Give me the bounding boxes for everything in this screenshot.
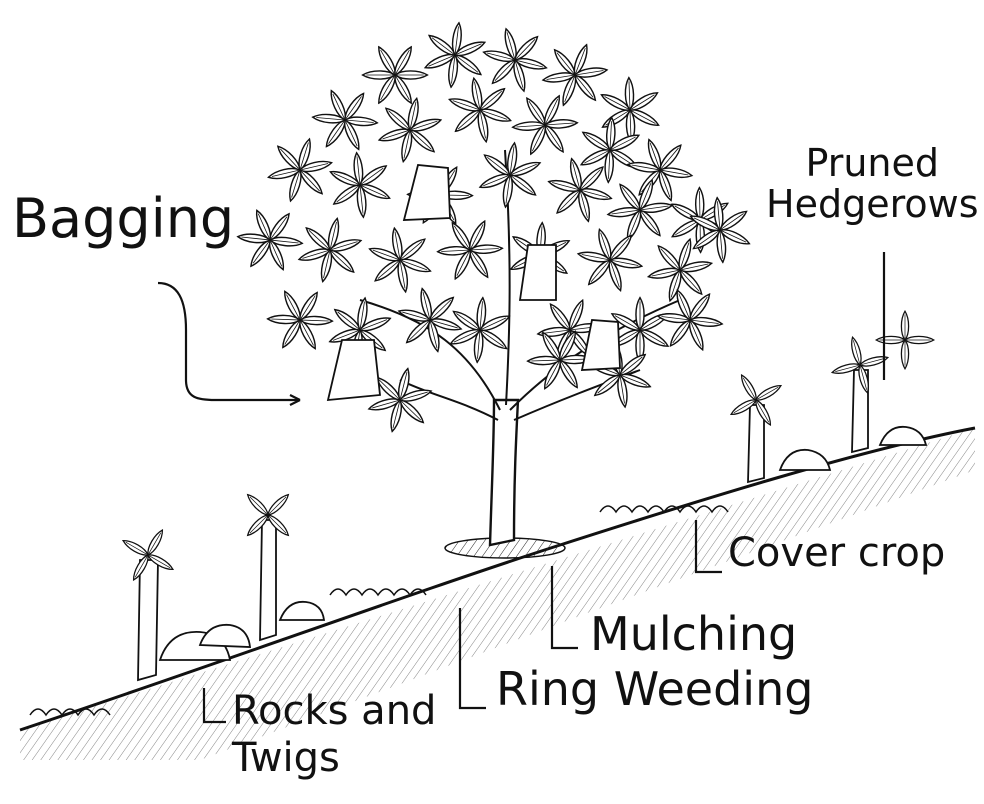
leaf: [145, 528, 166, 557]
bagging-callout: [158, 283, 300, 400]
label-mulching: Mulching: [590, 611, 797, 657]
label-pruned-line-2: Hedgerows: [766, 182, 979, 226]
tree-canopy: [237, 22, 751, 432]
leaf: [876, 336, 905, 343]
label-cover-crop: Cover crop: [728, 533, 945, 573]
leaf: [245, 492, 270, 517]
leaf: [901, 340, 908, 369]
fruit-bags: [328, 165, 620, 400]
leaf: [738, 373, 759, 402]
leaf: [754, 382, 783, 403]
leaf: [265, 492, 290, 517]
leaf: [905, 336, 934, 343]
label-rocks-line-2: Twigs: [232, 735, 340, 781]
tree-trunk: [490, 400, 518, 545]
label-rocks-line-1: Rocks and: [232, 688, 436, 734]
label-ring-weeding: Ring Weeding: [496, 666, 813, 712]
leaf: [901, 311, 908, 340]
leaf: [849, 336, 863, 366]
label-pruned-line-1: Pruned: [805, 141, 939, 185]
label-bagging: Bagging: [12, 192, 234, 246]
leaf: [121, 537, 150, 558]
